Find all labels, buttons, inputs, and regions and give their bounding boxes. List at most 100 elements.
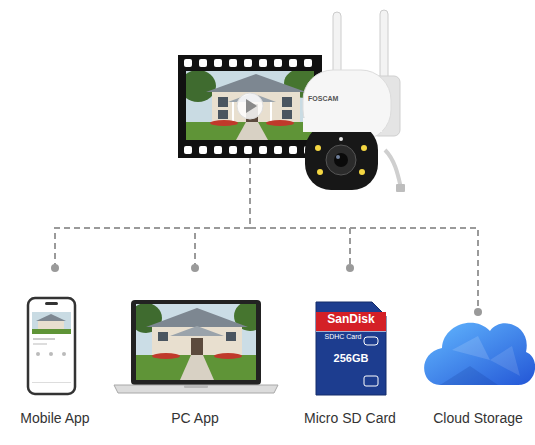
laptop-illustration-part-part: [214, 353, 242, 359]
film-strip-part: [199, 59, 207, 67]
ptz-camera-part: [339, 137, 343, 141]
phone-illustration: [28, 298, 75, 394]
house-video-frame-part: [232, 102, 234, 122]
film-strip-part: [244, 146, 252, 154]
connector-end-dot: [191, 264, 199, 272]
target-label: Cloud Storage: [422, 410, 534, 426]
laptop-illustration-part-part: [226, 332, 236, 341]
film-strip-part: [274, 146, 282, 154]
phone-illustration-part: [28, 298, 75, 394]
sd-card-illustration-part: [316, 302, 386, 395]
dashed-connector: [250, 158, 478, 312]
house-video-frame-part: [218, 110, 228, 119]
ptz-camera-part: [396, 184, 405, 192]
pc-app-target: PC App: [110, 268, 280, 433]
film-strip-part: [229, 146, 237, 154]
dashed-connector: [250, 158, 350, 268]
sd-card-illustration-part: [364, 337, 378, 345]
house-video-frame-part: [186, 71, 216, 102]
phone-illustration-part: [32, 382, 71, 383]
laptop-illustration-part-part: [191, 338, 203, 355]
laptop-illustration-part-part: [146, 308, 248, 327]
sd-card-illustration-part: [316, 312, 386, 331]
ptz-camera-part: [315, 145, 321, 151]
laptop-illustration-part-part: [170, 326, 224, 336]
house-video-frame-part: [218, 97, 228, 107]
phone-illustration-part: [32, 312, 71, 334]
house-video-frame-part: [212, 90, 300, 122]
film-strip-part: [259, 146, 267, 154]
phone-illustration-part: [62, 352, 66, 356]
ptz-camera: [303, 10, 405, 192]
ptz-camera-part: [361, 145, 367, 151]
film-strip-part: [178, 55, 322, 158]
house-video-frame-part: [266, 120, 294, 126]
house-video-frame-part: [206, 74, 306, 92]
card-capacity: 256GB: [316, 352, 386, 365]
laptop-illustration-part-part: [152, 325, 242, 355]
house-video-frame-part: [236, 122, 268, 140]
target-label: Micro SD Card: [300, 410, 400, 426]
laptop-illustration-part: [114, 385, 278, 393]
house-video-frame-part: [210, 120, 238, 126]
house-video-frame: [186, 71, 314, 140]
laptop-illustration-part: [136, 304, 256, 380]
film-strip-part: [259, 59, 267, 67]
cloud-storage-target: Cloud Storage: [422, 312, 534, 433]
ptz-camera-part: [303, 118, 382, 132]
cloud-illustration-part: [490, 346, 520, 376]
phone-illustration-part-part: [36, 314, 66, 321]
cloud-illustration: [424, 323, 535, 385]
cloud-illustration-part: [452, 336, 490, 360]
phone-illustration-part-part: [38, 320, 64, 329]
phone-illustration-part: [33, 343, 47, 345]
laptop-illustration-part-part: [158, 332, 168, 341]
sd-card-illustration-part: [316, 331, 386, 332]
phone-illustration-part: [33, 338, 55, 340]
house-video-frame-part: [282, 110, 292, 119]
film-strip-part: [244, 59, 252, 67]
phone-illustration-part-part: [32, 329, 71, 334]
phone-illustration-part-part: [32, 312, 71, 334]
target-label: Mobile App: [5, 410, 105, 426]
phone-illustration-part: [45, 302, 58, 305]
film-strip-part: [184, 146, 192, 154]
ptz-camera-part: [303, 70, 391, 140]
film-strip-part: [229, 59, 237, 67]
ptz-camera-part: [336, 155, 340, 159]
dashed-connector: [55, 158, 250, 268]
ptz-camera-part: [317, 169, 323, 175]
sd-card-illustration: [316, 302, 386, 395]
house-video-frame-part: [237, 93, 263, 119]
mobile-app-target: Mobile App: [5, 268, 105, 433]
laptop-illustration-part-part: [180, 355, 214, 380]
film-strip-part: [214, 146, 222, 154]
film-strip-part: [274, 59, 282, 67]
house-video-frame-part: [270, 102, 272, 122]
laptop-illustration-part: [184, 385, 208, 388]
connector-end-dot: [474, 308, 482, 316]
phone-illustration-part: [49, 352, 53, 356]
card-type: SDHC Card: [308, 333, 378, 341]
cloud-illustration-part: [424, 323, 535, 385]
ptz-camera-part: [326, 145, 356, 175]
card-brand: SanDisk: [316, 313, 386, 327]
house-video-frame-part: [186, 122, 314, 140]
connector-end-dot: [346, 264, 354, 272]
connector-end-dot: [51, 264, 59, 272]
laptop-illustration-part-part: [152, 353, 180, 359]
house-video-frame-part: [246, 99, 257, 113]
target-label: PC App: [110, 410, 280, 426]
cloud-illustration-part: [440, 366, 498, 385]
laptop-illustration: [114, 300, 278, 393]
ptz-camera-part: [305, 124, 378, 190]
house-video-frame-part: [282, 97, 292, 107]
ptz-camera-part: [359, 169, 365, 175]
dashed-connector: [195, 158, 250, 268]
film-strip-part: [289, 146, 297, 154]
laptop-illustration-part-part: [136, 355, 256, 380]
film-strip-part: [184, 59, 192, 67]
